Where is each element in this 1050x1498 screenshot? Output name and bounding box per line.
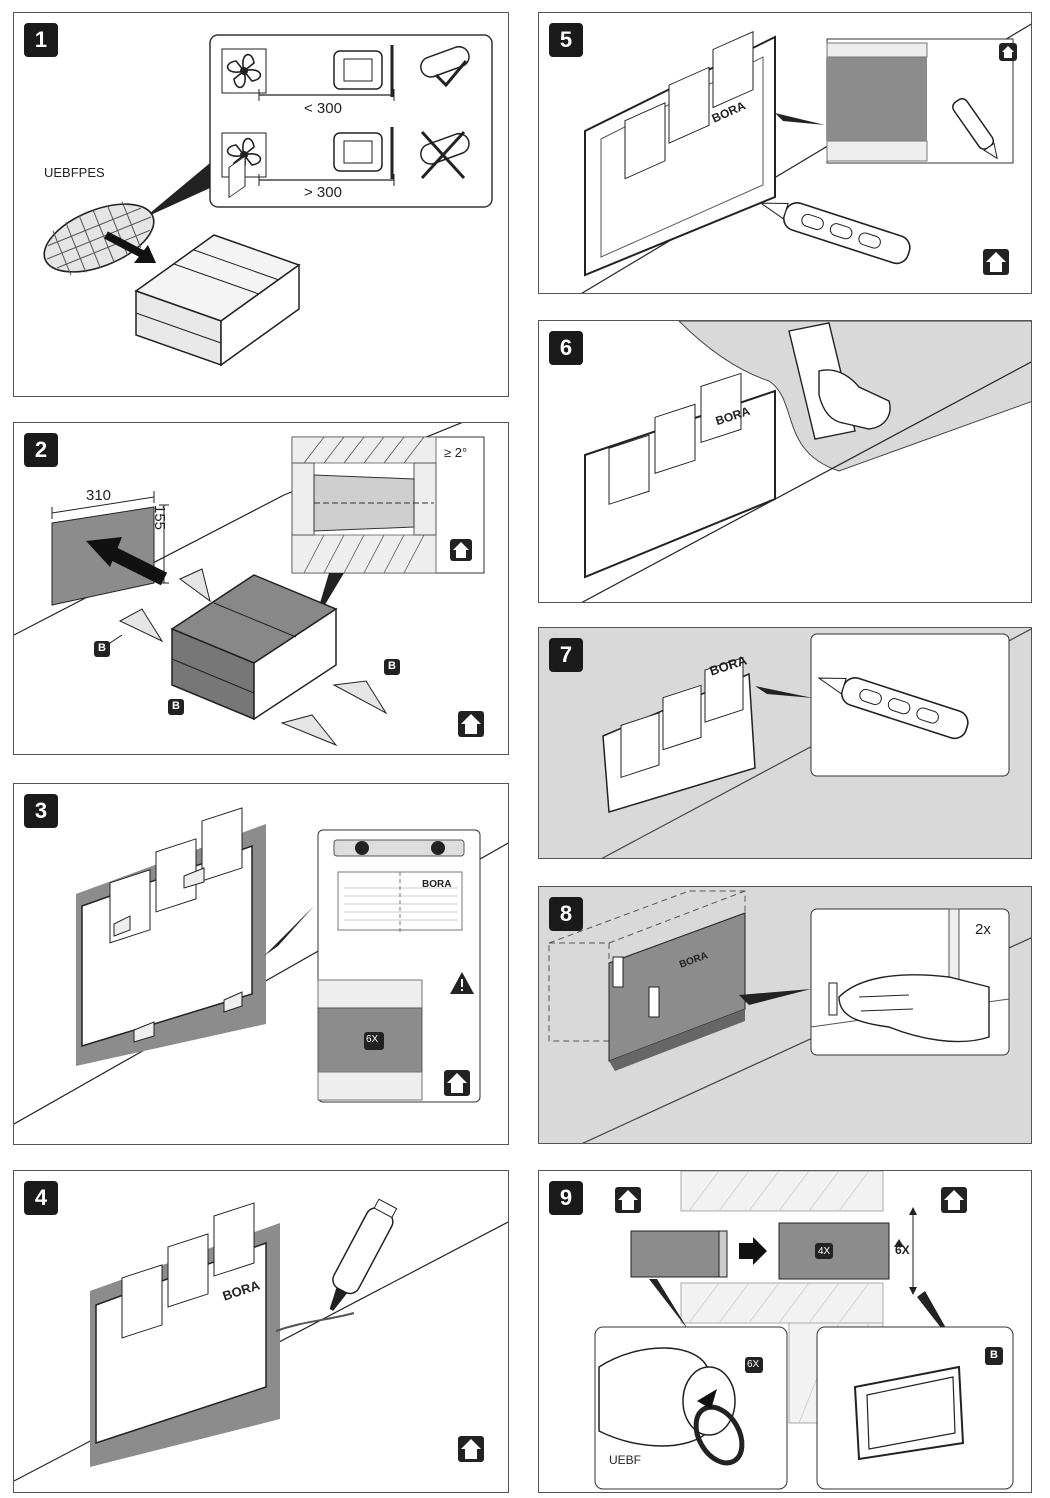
house-icon <box>458 1436 484 1462</box>
step-9-panel: 9 <box>538 1170 1032 1493</box>
house-icon <box>458 711 484 737</box>
count-label: 6X <box>366 1034 379 1045</box>
step-3-panel: 3 BORA 6X <box>13 783 509 1145</box>
step-number: 7 <box>549 638 583 672</box>
step-5-illustration <box>581 23 1031 293</box>
filter-cross-icon <box>420 130 470 180</box>
step-number: 2 <box>24 433 58 467</box>
repeat-label: 2x <box>975 921 991 938</box>
frame-label: B <box>990 1349 998 1361</box>
hood-icon <box>333 45 394 97</box>
house-icon <box>999 43 1017 61</box>
filter-label: UEBF <box>609 1453 642 1467</box>
step-3-illustration <box>14 807 508 1125</box>
step-8-panel: 8 BORA 2x <box>538 886 1032 1144</box>
height-label: 155 <box>151 505 168 531</box>
step-9-illustration <box>594 1171 1014 1490</box>
house-icon <box>983 249 1009 275</box>
distance-short-label: < 300 <box>304 100 342 117</box>
step-4-illustration <box>14 1198 508 1482</box>
count-side-label: 6X <box>895 1243 910 1257</box>
step-number: 8 <box>549 897 583 931</box>
count-ring-label: 6X <box>747 1359 760 1370</box>
step-2-illustration <box>14 423 485 747</box>
step-1-panel: 1 <box>13 12 509 397</box>
step-number: 1 <box>24 23 58 57</box>
step-7-illustration <box>601 628 1031 858</box>
wedge-label: B <box>388 660 396 672</box>
warning-icon <box>450 972 474 994</box>
step-number: 5 <box>549 23 583 57</box>
knife-icon <box>759 202 911 265</box>
hood-icon <box>333 127 394 179</box>
sealant-icon <box>329 1198 398 1311</box>
hand-icon <box>838 974 990 1043</box>
house-icon <box>450 539 472 561</box>
house-icon <box>444 1070 470 1096</box>
wedge-label: B <box>98 642 106 654</box>
step-6-panel: 6 BORA <box>538 320 1032 603</box>
filter-mesh <box>43 201 155 276</box>
step-number: 3 <box>24 794 58 828</box>
house-icon <box>615 1187 641 1213</box>
knife-icon <box>952 98 998 160</box>
step-number: 6 <box>549 331 583 365</box>
wedge-label: B <box>172 700 180 712</box>
step-2-panel: 2 <box>13 422 509 755</box>
knife-icon <box>817 677 969 740</box>
brand-label: BORA <box>422 879 452 890</box>
step-number: 9 <box>549 1181 583 1215</box>
step-8-illustration <box>548 890 1031 1143</box>
count-top-label: 4X <box>818 1246 831 1257</box>
step-number: 4 <box>24 1181 58 1215</box>
package-box <box>134 155 301 367</box>
step-1-illustration <box>43 34 493 367</box>
filter-ok-icon <box>420 45 470 88</box>
fan-icon <box>221 48 267 94</box>
filter-label: UEBFPES <box>44 165 105 180</box>
hand-icon <box>788 322 891 440</box>
step-7-panel: 7 BORA <box>538 627 1032 859</box>
step-4-panel: 4 BORA <box>13 1170 509 1493</box>
width-label: 310 <box>86 487 112 504</box>
house-icon <box>941 1187 967 1213</box>
step-5-panel: 5 BORA <box>538 12 1032 294</box>
step-6-illustration <box>581 321 1031 602</box>
angle-label: ≥ 2° <box>444 445 468 460</box>
distance-long-label: > 300 <box>304 184 342 201</box>
